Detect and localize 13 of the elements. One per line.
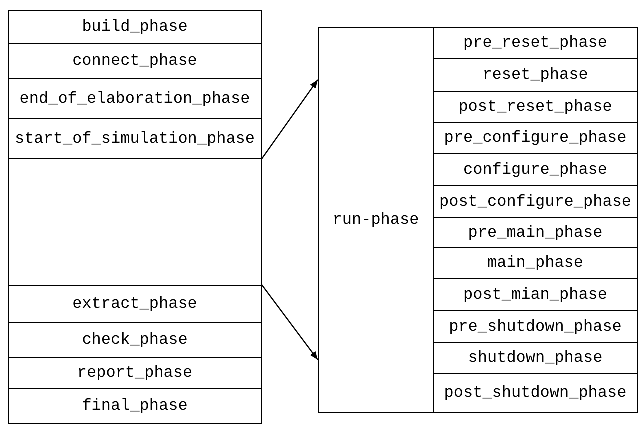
phase-box: report_phase [8, 357, 262, 389]
phase-box: end_of_elaboration_phase [8, 78, 262, 119]
group-label: run-phase [332, 211, 420, 229]
phase-box: start_of_simulation_phase [8, 118, 262, 159]
phase-box: final_phase [8, 388, 262, 424]
arrow [262, 284, 318, 360]
phase-box: extract_phase [8, 285, 262, 323]
empty-box [8, 158, 262, 286]
phase-box: check_phase [8, 322, 262, 358]
arrow [262, 80, 318, 160]
phase-box: build_phase [8, 10, 262, 44]
phase-box: connect_phase [8, 43, 262, 79]
group-box [318, 27, 638, 413]
